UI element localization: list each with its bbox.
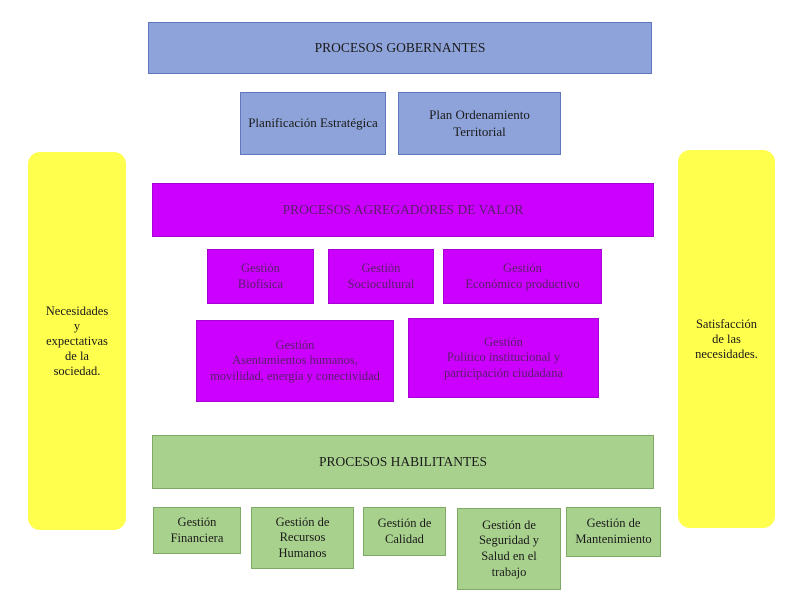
governing-process-label: Planificación Estratégica — [248, 115, 378, 131]
governing-processes-header: PROCESOS GOBERNANTES — [148, 22, 652, 74]
enabling-process-safety-health: Gestión de Seguridad y Salud en el traba… — [457, 508, 561, 590]
value-process-sociocultural: Gestión Sociocultural — [328, 249, 434, 304]
enabling-processes-header: PROCESOS HABILITANTES — [152, 435, 654, 489]
enabling-process-quality: Gestión de Calidad — [363, 507, 446, 556]
governing-processes-title: PROCESOS GOBERNANTES — [314, 39, 486, 55]
governing-process-label: Plan Ordenamiento Territorial — [429, 107, 530, 139]
value-process-label: Gestión Sociocultural — [347, 260, 415, 291]
value-process-label: Gestión Político institucional y partici… — [443, 334, 564, 380]
value-process-settlements: Gestión Asentamientos humanos, movilidad… — [196, 320, 394, 402]
enabling-process-human-resources: Gestión de Recursos Humanos — [251, 507, 354, 569]
value-process-label: Gestión Económico productivo — [465, 260, 580, 291]
value-process-label: Gestión Biofísica — [237, 260, 284, 291]
value-adding-processes-header: PROCESOS AGREGADORES DE VALOR — [152, 183, 654, 237]
enabling-process-label: Gestión Financiera — [170, 514, 224, 545]
output-satisfaction-panel: Satisfacción de las necesidades. — [678, 150, 775, 528]
input-needs-panel: Necesidades y expectativas de la socieda… — [28, 152, 126, 530]
input-needs-text: Necesidades y expectativas de la socieda… — [45, 303, 109, 378]
governing-process-territorial-plan: Plan Ordenamiento Territorial — [398, 92, 561, 155]
value-adding-processes-title: PROCESOS AGREGADORES DE VALOR — [282, 201, 524, 217]
enabling-process-maintenance: Gestión de Mantenimiento — [566, 507, 661, 557]
output-satisfaction-text: Satisfacción de las necesidades. — [695, 316, 758, 361]
value-process-political: Gestión Político institucional y partici… — [408, 318, 599, 398]
enabling-processes-title: PROCESOS HABILITANTES — [318, 453, 488, 469]
governing-process-strategic-planning: Planificación Estratégica — [240, 92, 386, 155]
enabling-process-label: Gestión de Mantenimiento — [575, 516, 652, 546]
value-process-economic: Gestión Económico productivo — [443, 249, 602, 304]
value-process-label: Gestión Asentamientos humanos, movilidad… — [210, 337, 380, 383]
enabling-process-label: Gestión de Recursos Humanos — [275, 514, 330, 560]
enabling-process-label: Gestión de Calidad — [377, 515, 432, 546]
value-process-biophysical: Gestión Biofísica — [207, 249, 314, 304]
enabling-process-financial: Gestión Financiera — [153, 507, 241, 554]
enabling-process-label: Gestión de Seguridad y Salud en el traba… — [478, 517, 540, 579]
